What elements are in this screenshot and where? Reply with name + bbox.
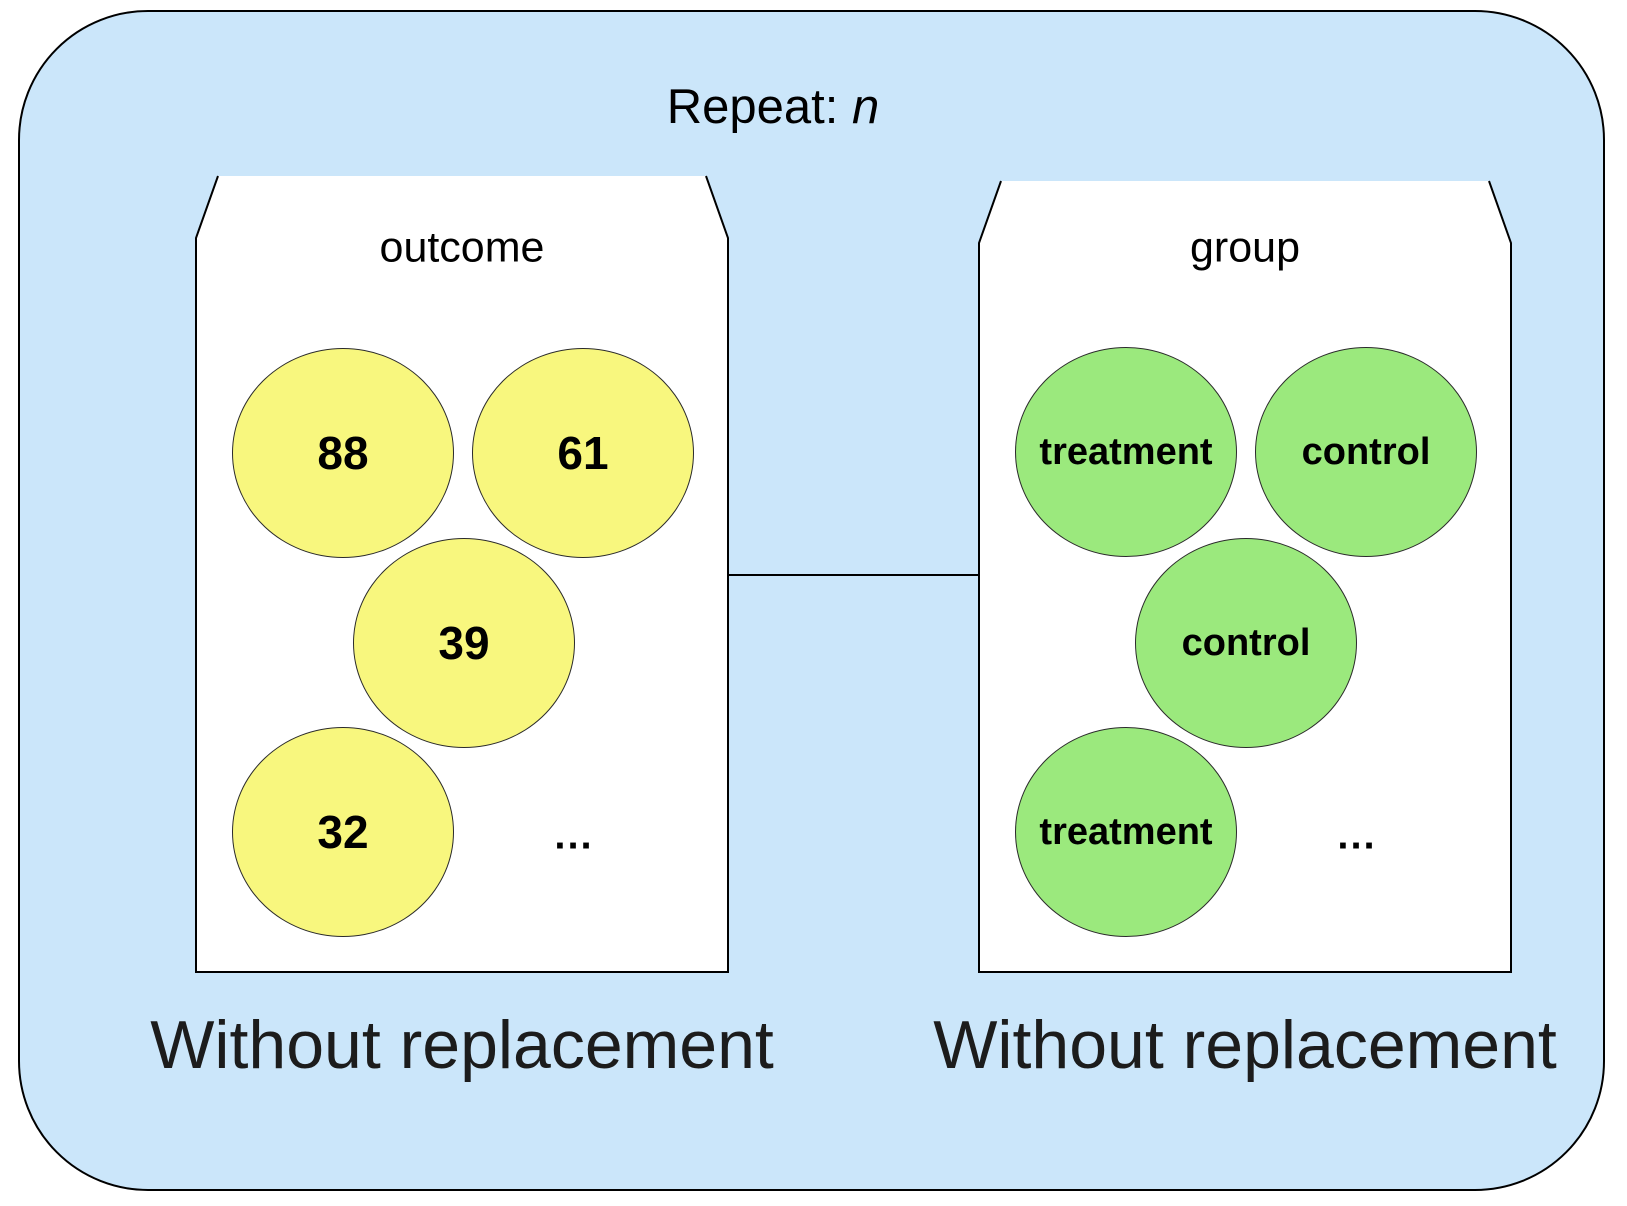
group-ball-control-1: control <box>1255 347 1477 557</box>
group-caption: Without replacement <box>933 1007 1557 1083</box>
group-ball-control-2: control <box>1135 538 1357 748</box>
repeat-title: Repeat: n <box>667 79 880 135</box>
repeat-title-text: Repeat: <box>666 80 852 134</box>
outcome-ball-39: 39 <box>353 538 575 748</box>
outcome-envelope-label: outcome <box>379 223 545 272</box>
repeat-n-variable: n <box>851 80 880 134</box>
outcome-ellipsis: ... <box>554 813 594 858</box>
group-envelope-label: group <box>1190 223 1300 272</box>
outcome-ball-88: 88 <box>232 348 454 558</box>
group-ball-treatment-2: treatment <box>1015 727 1237 937</box>
outcome-ball-32: 32 <box>232 727 454 937</box>
group-ellipsis: ... <box>1337 813 1377 858</box>
outcome-ball-61: 61 <box>472 348 694 558</box>
outcome-caption: Without replacement <box>150 1007 774 1083</box>
group-ball-treatment-1: treatment <box>1015 347 1237 557</box>
